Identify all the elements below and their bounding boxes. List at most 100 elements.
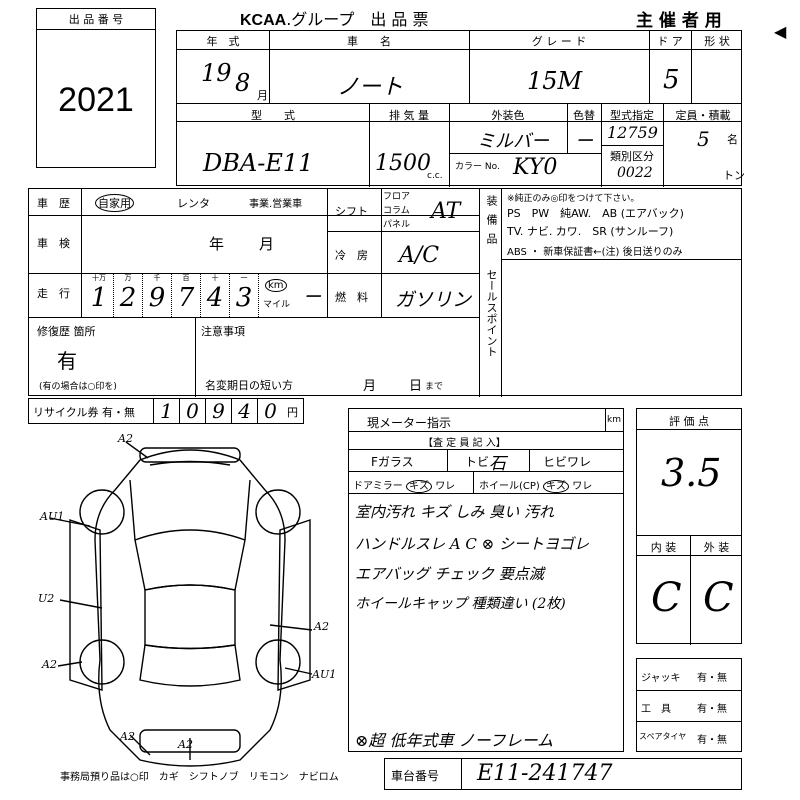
- fglass-label: Fガラス: [371, 455, 414, 469]
- shaken-year: 年: [209, 235, 225, 253]
- name-change-suffix: まで: [425, 382, 444, 392]
- name-change-day: 日: [409, 379, 423, 394]
- capacity-value: 5: [697, 127, 710, 151]
- door-label: ド ア: [657, 35, 683, 48]
- shift-value: AT: [431, 199, 461, 224]
- model-label: 車 名: [347, 35, 391, 48]
- mileage-digit: 1: [90, 283, 108, 313]
- roof: [144, 584, 236, 650]
- form-title: .グループ 出 品 票: [286, 10, 429, 29]
- inspection-bottom-note: ⊗超 低年式車 ノーフレーム: [355, 731, 554, 750]
- capacity-unit-tons: トン: [723, 169, 745, 182]
- fuel-label: 燃 料: [335, 291, 368, 304]
- rental-option: レンタ: [177, 197, 210, 210]
- diagram-mark-5: AU1: [311, 668, 336, 681]
- diagram-mark-4: A2: [313, 620, 329, 633]
- front-bumper: [139, 447, 241, 463]
- damage-mark-lines: [49, 441, 313, 760]
- office-note: 事務局預り品は○印 カギ シフトノブ リモコン ナビロム: [60, 772, 339, 783]
- corner-mark-icon: ◀: [774, 22, 787, 41]
- wheel-label: ホイール(CP) キズ ワレ: [479, 477, 593, 493]
- recycle-digit: 9: [205, 399, 231, 423]
- equipment-note: ※純正のみ◎印をつけて下さい。: [507, 194, 640, 204]
- exterior-value: C: [703, 575, 734, 621]
- mileage-label: 走 行: [37, 287, 70, 300]
- inspector-header: 【査 定 員 記 入】: [423, 438, 506, 449]
- year-label: 年 式: [206, 35, 240, 48]
- rating-label: 評 価 点: [669, 415, 709, 428]
- recycle-digit: 4: [231, 399, 257, 423]
- mileage-digit: 4: [206, 283, 224, 313]
- crack-label: ヒビワレ: [543, 455, 592, 469]
- type-value: DBA-E11: [203, 149, 314, 177]
- wheel-text: ホイール(CP): [479, 481, 540, 492]
- notes-label: 注意事項: [201, 325, 245, 338]
- vehicle-info-table: 年 式 19 8 月 車 名 ノート グ レ ー ド 15M ド ア 5 形 状…: [176, 30, 745, 187]
- inspection-note-4: ホイールキャップ 種類違い (2枚): [355, 596, 566, 612]
- fuel-value: ガソリン: [395, 289, 472, 311]
- diagram-mark-0: A2: [117, 432, 133, 445]
- sales-point-side-label: セールスポイント: [485, 269, 498, 357]
- inspection-note-2: ハンドルスレ A C ⊗ シートヨゴレ: [355, 535, 589, 553]
- rating-box: 評 価 点 3.5 内 装 外 装 C C: [636, 408, 742, 645]
- left-side-panel: [69, 519, 103, 691]
- door-value: 5: [663, 65, 680, 95]
- wheel-crack: ワレ: [572, 481, 593, 492]
- panel-label: パネル: [383, 220, 411, 230]
- diagram-mark-6: A2: [119, 730, 135, 743]
- door-mirror-crack: ワレ: [435, 481, 456, 492]
- diagram-mark-2: U2: [38, 592, 54, 605]
- recycle-label: リサイクル券 有・無: [33, 406, 135, 419]
- equipment-line-2: TV. ナビ. カワ. SR (サンルーフ): [507, 225, 674, 238]
- inspection-note-1: 室内汚れ キズ しみ 臭い 汚れ: [355, 503, 555, 521]
- inspection-box: 現メーター指示 km 【査 定 員 記 入】 Fガラス トビ 石 ヒビワレ ドア…: [348, 408, 624, 752]
- wheel-scratch: キズ: [543, 480, 570, 493]
- shaken-month: 月: [259, 235, 275, 253]
- mile-unit: マイル: [263, 300, 291, 310]
- km-mark: ー: [303, 287, 321, 308]
- jack-option: 有・無: [697, 673, 727, 684]
- door-mirror-scratch: キズ: [406, 480, 432, 493]
- class-label: 類別区分: [610, 150, 654, 163]
- mileage-unit-label: 一: [240, 274, 248, 282]
- spare-tire-label: スペアタイヤ: [639, 732, 687, 741]
- business-option: 事業.営業車: [249, 199, 303, 210]
- windshield: [134, 529, 246, 591]
- organizer-label: 主 催 者 用: [636, 11, 722, 31]
- history-label: 車 歴: [37, 197, 70, 210]
- inspection-note-3: エアバッグ チェック 要点滅: [355, 565, 544, 583]
- hood-lines: [129, 460, 251, 541]
- recycle-digit: 0: [257, 399, 283, 423]
- diagram-mark-7: A2: [177, 738, 193, 751]
- column-label: コラム: [383, 206, 410, 216]
- right-side-panel: [277, 519, 311, 691]
- class-value: 0022: [617, 165, 653, 181]
- recycle-unit: 円: [287, 406, 298, 419]
- tools-box: ジャッキ 有・無 工 具 有・無 スペアタイヤ 有・無: [636, 658, 742, 752]
- kcaa-logo: KCAA: [240, 12, 287, 29]
- ac-label: 冷 房: [335, 249, 368, 262]
- chassis-box: 車台番号 E11-241747: [384, 758, 742, 790]
- tobi-label: トビ: [465, 455, 490, 469]
- grade-label: グ レ ー ド: [531, 35, 587, 48]
- floor-label: フロア: [383, 192, 411, 202]
- shift-label: シフト: [335, 205, 368, 218]
- repair-history-label: 修復歴 箇所: [37, 325, 96, 338]
- rear-window: [139, 644, 241, 687]
- displacement-label: 排 気 量: [389, 109, 429, 122]
- color-change-label: 色替: [573, 109, 595, 122]
- type-label: 型 式: [251, 109, 295, 122]
- chassis-value: E11-241747: [477, 761, 613, 786]
- interior-label: 内 装: [650, 541, 677, 554]
- car-body-outline: [94, 449, 286, 767]
- name-change-month: 月: [363, 379, 377, 394]
- repair-history-note: (有の場合は○印を): [39, 382, 117, 392]
- month-value: 8: [235, 69, 251, 97]
- grade-value: 15M: [527, 67, 583, 95]
